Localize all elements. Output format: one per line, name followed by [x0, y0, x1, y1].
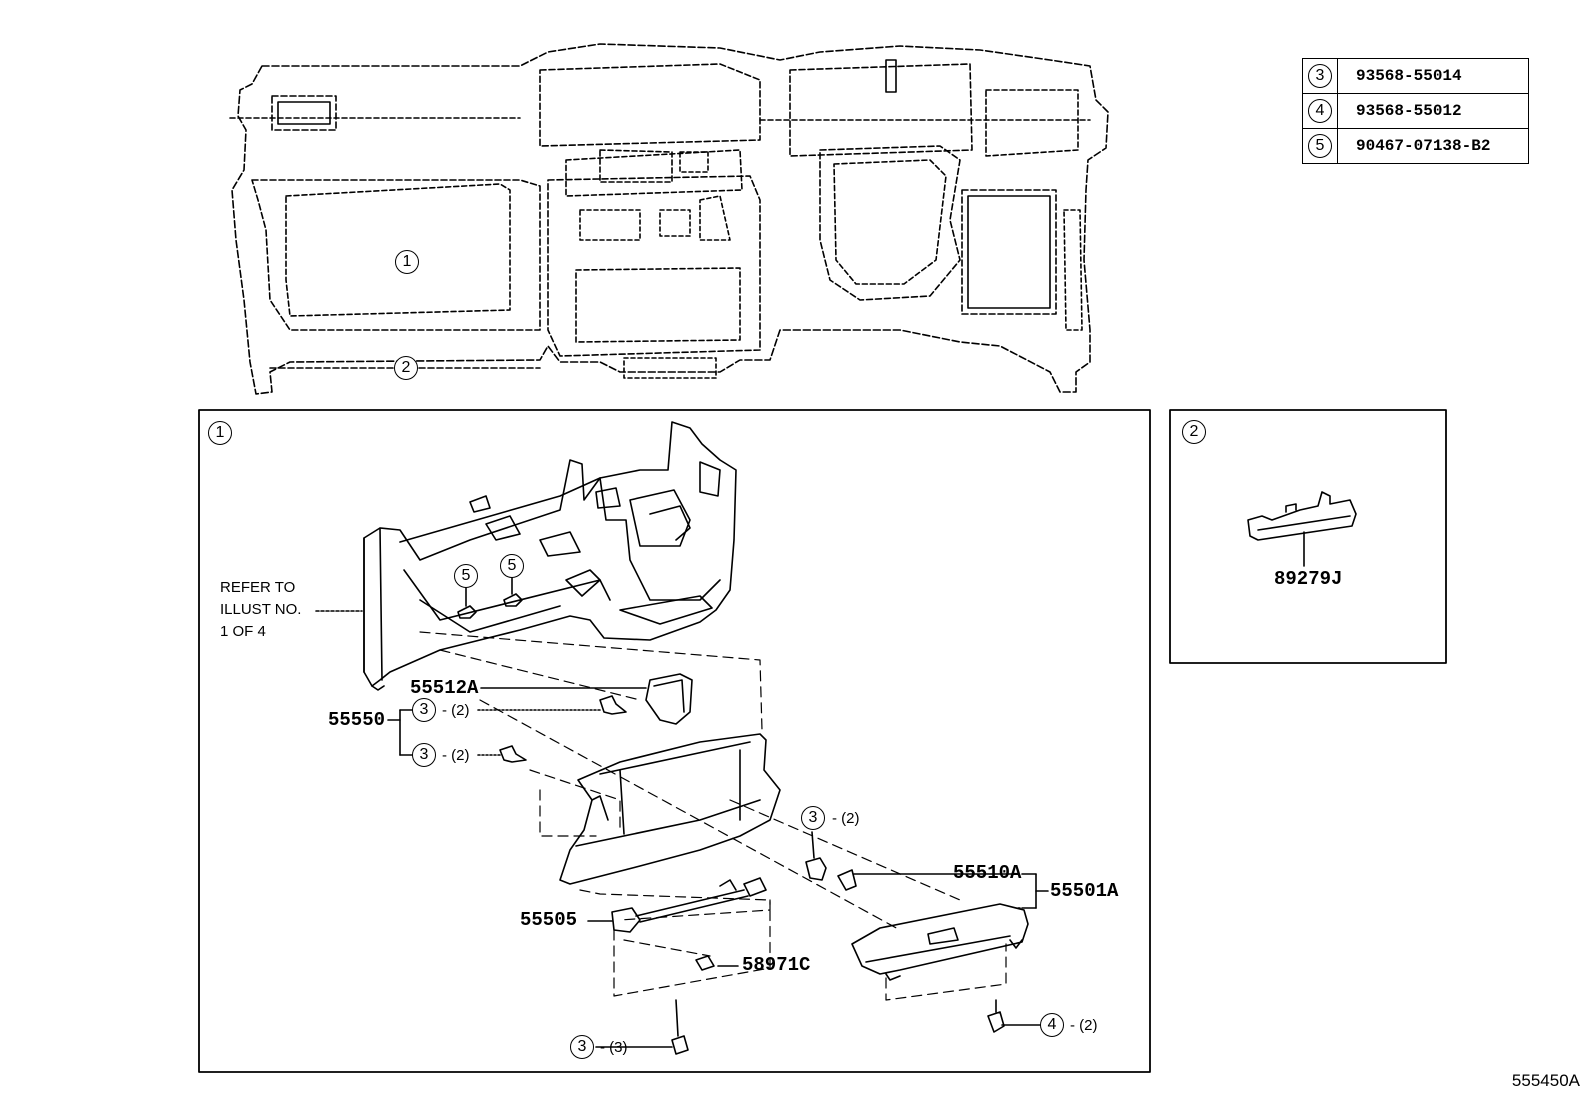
callout-5: 5	[500, 554, 524, 578]
part-58971C-drawing	[695, 955, 715, 971]
callout-circle: 4	[1308, 99, 1332, 123]
reference-note-line: 1 OF 4	[220, 623, 266, 640]
table-row: 4 93568-55012	[1302, 93, 1529, 129]
callout-5: 5	[454, 564, 478, 588]
part-label-89279J: 89279J	[1274, 568, 1343, 590]
part-89279J-drawing	[1247, 491, 1357, 567]
part-55501A-drawing	[851, 903, 1029, 981]
part-number: 93568-55014	[1337, 58, 1529, 94]
overview-callout-1: 1	[395, 250, 419, 274]
reference-note-line: REFER TO	[220, 579, 296, 596]
callout-3: 3	[801, 806, 825, 830]
diagram-code: 555450A	[1511, 1071, 1580, 1090]
part-55512A-drawing	[645, 673, 693, 725]
part-55505-drawing	[611, 877, 767, 933]
callout-3: 3	[412, 743, 436, 767]
label-leaders	[387, 687, 1049, 1048]
callout-circle: 5	[1308, 134, 1332, 158]
quantity-label: - (2)	[442, 702, 470, 719]
quantity-label: - (3)	[600, 1039, 628, 1056]
part-55550-drawing	[363, 421, 737, 691]
quantity-label: - (2)	[442, 747, 470, 764]
panel-1-frame	[198, 409, 1151, 1073]
callout-4: 4	[1040, 1013, 1064, 1037]
panel-2-marker: 2	[1182, 420, 1206, 444]
glove-box-frame-drawing	[559, 733, 781, 885]
assembly-projection-lines	[419, 631, 1007, 1001]
panel-1-marker: 1	[208, 421, 232, 445]
callout-3: 3	[412, 698, 436, 722]
overview-callout-2: 2	[394, 356, 418, 380]
reference-note: REFER TO ILLUST NO. 1 OF 4	[220, 577, 301, 643]
part-number: 90467-07138-B2	[1337, 128, 1529, 164]
quantity-label: - (2)	[832, 810, 860, 827]
callout-circle: 3	[1308, 64, 1332, 88]
callout-3: 3	[570, 1035, 594, 1059]
part-label-55550: 55550	[328, 709, 386, 731]
part-number: 93568-55012	[1337, 93, 1529, 129]
panel-2-frame	[1169, 409, 1447, 664]
table-row: 3 93568-55014	[1302, 58, 1529, 94]
part-label-55501A: 55501A	[1050, 880, 1119, 902]
quantity-label: - (2)	[1070, 1017, 1098, 1034]
part-label-58971C: 58971C	[742, 954, 811, 976]
reference-note-line: ILLUST NO.	[220, 601, 302, 618]
fastener-5-drawing	[457, 577, 523, 619]
screws-drawing	[499, 695, 1005, 1055]
table-row: 5 90467-07138-B2	[1302, 128, 1529, 164]
part-label-55505: 55505	[520, 909, 578, 931]
instrument-panel-overview	[229, 43, 1109, 395]
part-label-55512A: 55512A	[410, 677, 479, 699]
parts-table: 3 93568-55014 4 93568-55012 5 90467-0713…	[1302, 58, 1529, 164]
part-label-55510A: 55510A	[953, 862, 1022, 884]
